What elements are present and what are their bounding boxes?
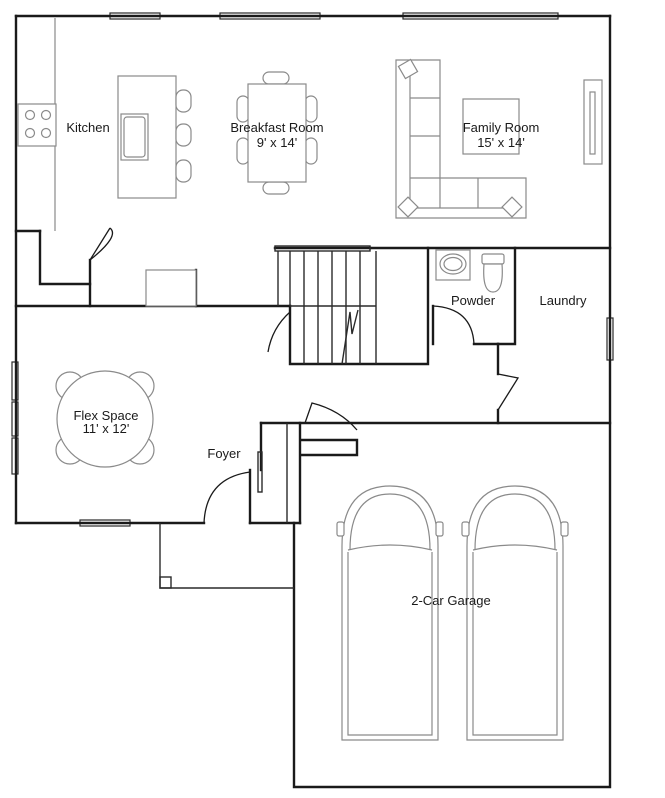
stair-break-line bbox=[341, 309, 359, 365]
flex-table bbox=[55, 370, 155, 468]
staircase bbox=[274, 245, 377, 365]
family-room-dimensions: 15' x 14' bbox=[477, 135, 525, 150]
flex-space-dimensions: 11' x 12' bbox=[83, 421, 130, 436]
cooktop bbox=[17, 103, 57, 147]
stair-door-swing bbox=[267, 311, 291, 353]
garage-door-swing bbox=[304, 402, 358, 431]
garage-label: 2-Car Garage bbox=[411, 593, 490, 608]
car-right bbox=[461, 485, 569, 741]
cars bbox=[336, 485, 569, 741]
toilet bbox=[481, 253, 505, 265]
room-labels: Kitchen Breakfast Room 9' x 14' Family R… bbox=[66, 120, 587, 608]
doors bbox=[89, 227, 520, 524]
laundry-label: Laundry bbox=[540, 293, 587, 308]
pantry-door-arc bbox=[89, 227, 114, 261]
kitchen-label: Kitchen bbox=[66, 120, 109, 135]
breakfast-room-label: Breakfast Room bbox=[230, 120, 323, 135]
family-furniture bbox=[395, 58, 603, 219]
family-room-label: Family Room bbox=[463, 120, 540, 135]
pantry-door-leaf bbox=[89, 227, 111, 261]
car-left bbox=[336, 485, 444, 741]
kitchen-fixtures bbox=[17, 18, 197, 307]
foyer-details bbox=[159, 423, 294, 589]
breakfast-table bbox=[236, 71, 318, 195]
breakfast-room-dimensions: 9' x 14' bbox=[257, 135, 297, 150]
foyer-label: Foyer bbox=[207, 446, 241, 461]
flex-space-label: Flex Space bbox=[73, 408, 138, 423]
kitchen-appliance bbox=[145, 269, 197, 307]
front-door bbox=[203, 471, 251, 524]
laundry-door bbox=[497, 373, 520, 411]
coffee-table bbox=[462, 98, 520, 155]
powder-door bbox=[432, 305, 475, 345]
powder-label: Powder bbox=[451, 293, 496, 308]
powder-fixtures bbox=[435, 249, 505, 293]
